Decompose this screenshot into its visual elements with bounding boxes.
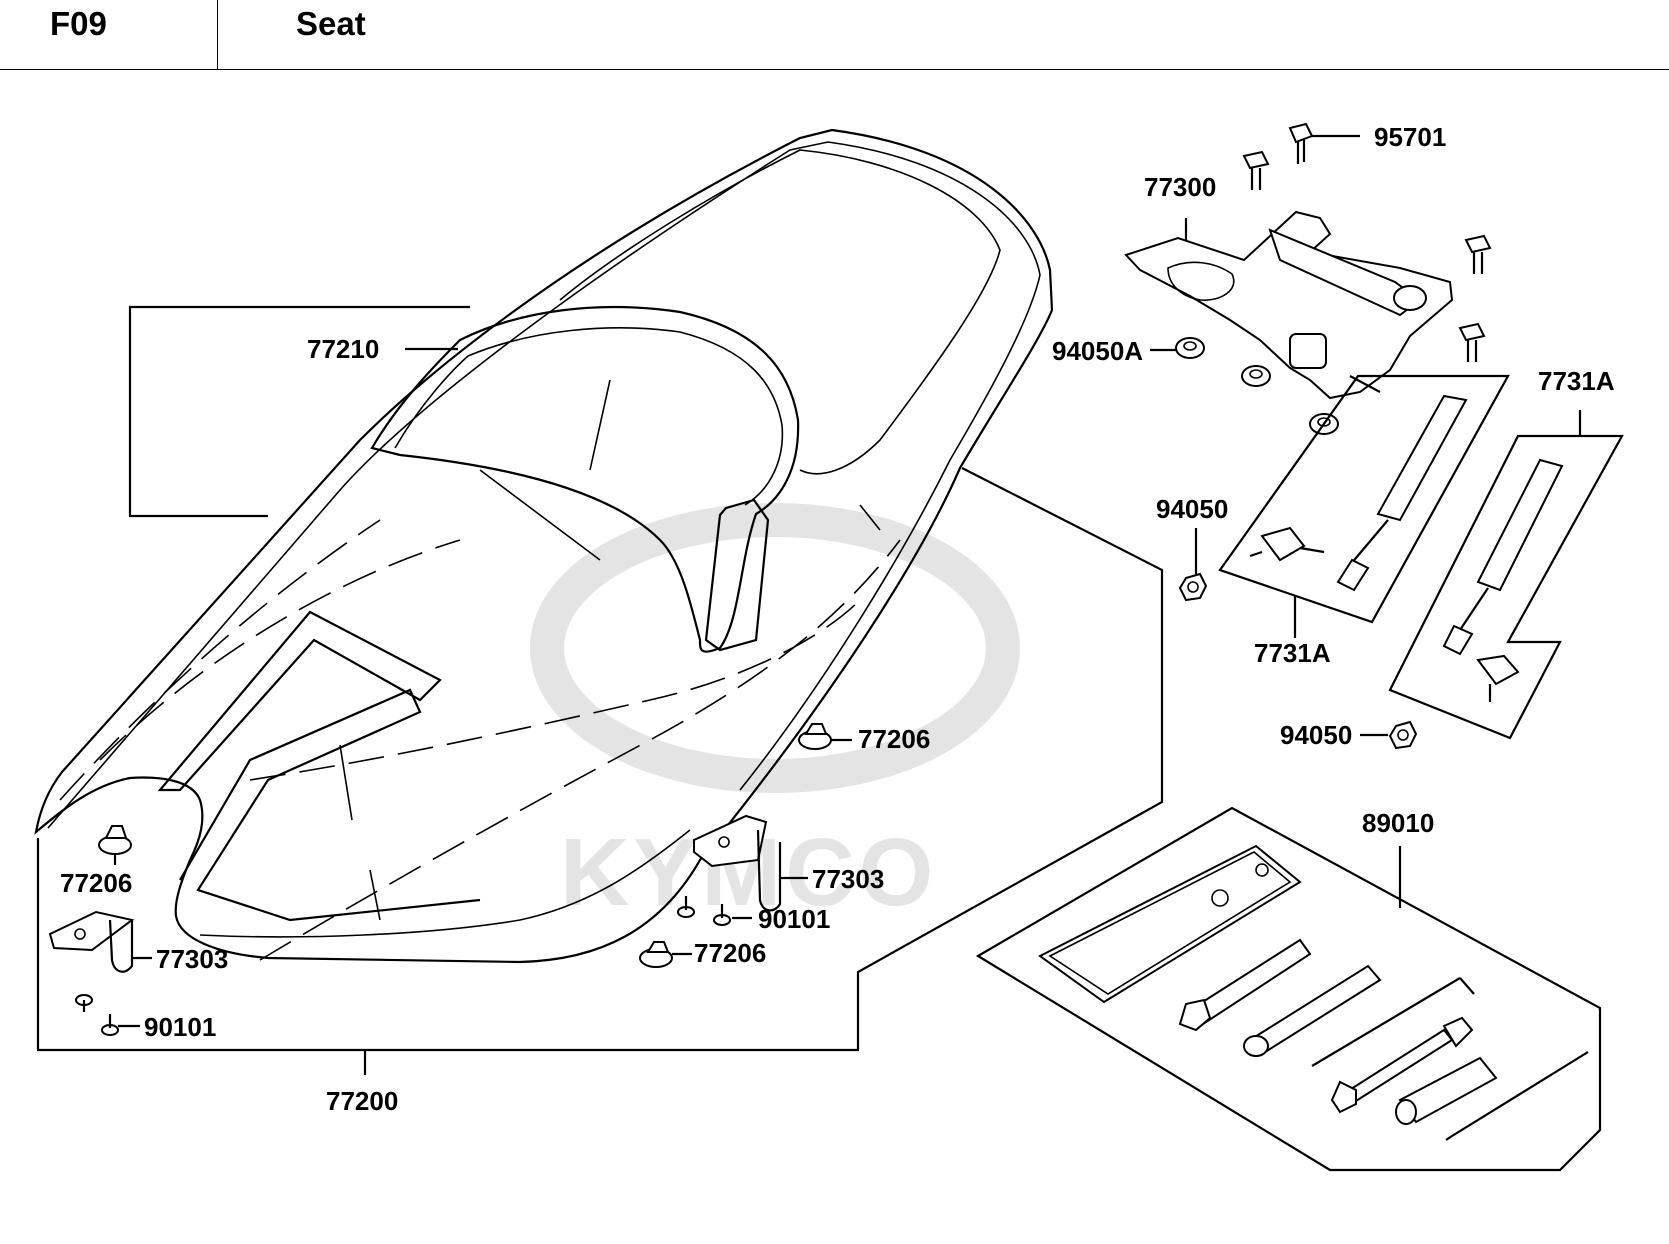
bolt-95701-d: [1458, 322, 1486, 362]
nut-94050-top: [1178, 572, 1208, 602]
bolt-95701-a: [1288, 122, 1314, 164]
seat-dashed-4: [99, 539, 461, 761]
bracket-77200: [36, 467, 1164, 1052]
cushion-77206-mid: [798, 723, 832, 750]
bracket-7731A-right: [1388, 434, 1624, 740]
seat-front-cut: [157, 610, 442, 792]
screwdriver-shaft: [1451, 1051, 1589, 1137]
label-77210: 77210: [307, 334, 379, 364]
grommet-94050A-b: [1241, 365, 1271, 387]
label-77303-left: 77303: [156, 944, 228, 974]
seat-line-d: [589, 379, 611, 471]
label-94050-bottom: 94050: [1280, 720, 1352, 750]
seat-top-panel: [559, 149, 1001, 475]
screw-90101-left-b: [101, 1014, 119, 1036]
watermark-oval: [530, 503, 1020, 793]
parts-diagram: KYMCO: [34, 122, 1624, 1172]
hinge-barrel-end: [1393, 285, 1427, 311]
hinge-cutout: [1167, 261, 1235, 301]
section-code: F09: [50, 5, 107, 42]
label-7731A-right: 7731A: [1538, 366, 1615, 396]
seat-lower-edge: [199, 829, 691, 938]
bracket-77210: [128, 305, 470, 518]
hinge-plate: [1124, 210, 1454, 400]
label-77303-mid: 77303: [812, 864, 884, 894]
seat-line-e: [859, 504, 881, 531]
label-77200: 77200: [326, 1086, 398, 1116]
bolt-95701-c: [1464, 234, 1492, 274]
backrest-side: [704, 498, 770, 652]
cushion-77206-left: [98, 825, 132, 855]
label-95701: 95701: [1374, 122, 1446, 152]
label-77206-mid: 77206: [858, 724, 930, 754]
label-90101-mid: 90101: [758, 904, 830, 934]
hinge-tab: [1289, 333, 1327, 369]
seat-inner-edge: [47, 141, 1041, 829]
gas-strut-right: [1442, 458, 1564, 702]
label-90101-left: 90101: [144, 1012, 216, 1042]
hook-77303-left: [48, 910, 135, 973]
section-code-cell: F09: [0, 0, 218, 70]
label-77300: 77300: [1144, 172, 1216, 202]
bracket-7731A-left: [1218, 374, 1510, 624]
backrest-pad: [370, 305, 800, 653]
seat-line-a: [339, 744, 353, 821]
seat-dashed-1: [59, 519, 381, 801]
label-94050-top: 94050: [1156, 494, 1228, 524]
label-77206-low: 77206: [694, 938, 766, 968]
seat-outline: [34, 128, 1054, 964]
seat-hinge-77300: [1124, 210, 1454, 400]
section-title: Seat: [296, 5, 366, 42]
hook-77303-mid: [693, 814, 782, 912]
label-77206-left: 77206: [60, 868, 132, 898]
hex-key: [1311, 977, 1461, 1067]
seat-dashed-2: [259, 539, 901, 961]
bolt-95701-b: [1242, 150, 1270, 190]
label-89010: 89010: [1362, 808, 1434, 838]
seat-assembly: [34, 128, 1054, 964]
seat-line-c: [479, 469, 601, 561]
tool-kit-89010: [1038, 844, 1589, 1141]
seat-dashed-3: [249, 599, 861, 781]
grommet-94050A-a: [1175, 337, 1205, 359]
nut-94050-bottom: [1388, 720, 1418, 750]
screw-90101-left-a: [75, 994, 93, 1012]
cushion-77206-low: [639, 941, 673, 968]
backrest-inner: [394, 327, 784, 506]
gas-strut-left: [1249, 394, 1468, 592]
bracket-89010: [975, 806, 1602, 1172]
kymco-watermark: KYMCO: [530, 503, 1020, 926]
tool-bag: [1038, 844, 1302, 1004]
label-7731A-left: 7731A: [1254, 638, 1331, 668]
screw-90101-mid-a: [677, 896, 695, 918]
label-94050A: 94050A: [1052, 336, 1143, 366]
seat-line-b: [369, 869, 381, 921]
seat-underside-shape: [179, 688, 481, 922]
header-bar: F09 Seat: [0, 0, 1669, 70]
screw-90101-mid-b: [713, 904, 731, 926]
